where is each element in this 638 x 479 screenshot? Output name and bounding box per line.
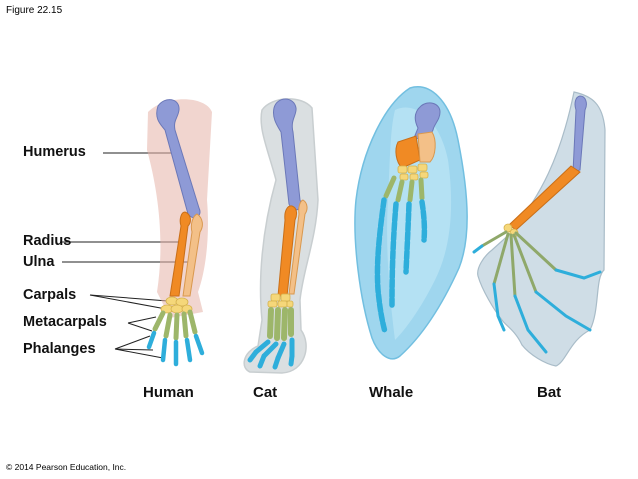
metacarpals-label: Metacarpals [23,314,107,330]
human-metacarpals [152,309,198,341]
copyright-text: © 2014 Pearson Education, Inc. [6,462,127,472]
whale-humerus [413,102,441,141]
human-radius [169,211,191,297]
phalanges-leader-line-1 [114,335,151,350]
animal-label-human: Human [143,384,194,401]
human-humerus [156,99,201,219]
carpals-leader-line-2 [89,294,167,310]
bat-wing [472,91,606,367]
figure-label: Figure 22.15 [6,5,63,16]
carpals-leader-line-1 [89,294,169,302]
bat-phalanges [472,244,602,354]
whale-flipper [354,86,468,360]
cat-ulna [288,199,308,295]
whale-carpals [397,163,429,181]
whale-radius [395,135,421,169]
cat-phalanges [247,337,295,370]
cat-humerus [273,98,302,211]
ulna-label: Ulna [23,254,55,270]
cat-carpals [267,293,294,308]
bat-metacarpals [480,230,558,298]
carpals-label: Carpals [23,287,77,303]
radius-label: Radius [23,233,72,249]
phalanges-leader-line-2 [114,348,154,351]
human-arm-skin [147,99,212,318]
cat-leg [243,98,319,374]
cat-metacarpals [267,307,294,341]
human-ulna [182,213,203,297]
bat-wing-membrane [477,91,606,367]
leader-lines [60,152,192,359]
animal-label-whale: Whale [369,384,414,401]
metacarpals-leader-line-2 [127,322,153,332]
whale-phalanges [374,197,428,335]
animal-label-cat: Cat [253,384,278,401]
metacarpals-leader-line-1 [127,316,157,324]
human-arm [146,99,212,367]
phalanges-leader-line-3 [114,348,164,359]
phalanges-label: Phalanges [23,341,96,357]
human-phalanges [146,330,205,367]
animal-label-bat: Bat [537,384,562,401]
humerus-label: Humerus [23,144,86,160]
whale-ulna [417,131,436,163]
cat-fur [243,98,319,374]
whale-metacarpals [383,175,425,203]
